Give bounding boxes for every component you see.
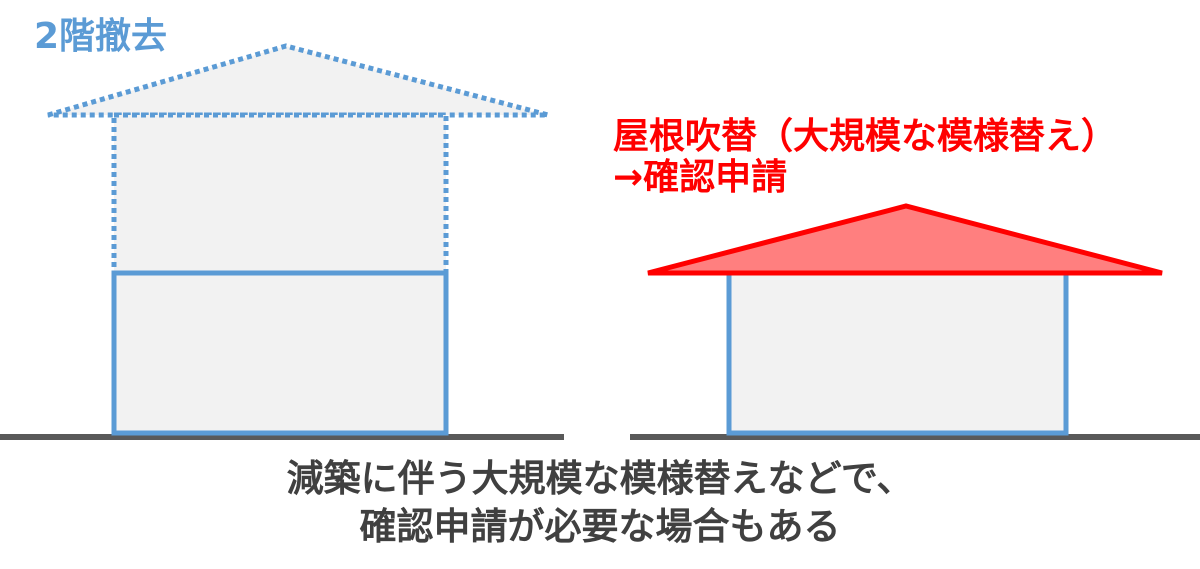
new-roof (647, 203, 1163, 276)
reroofing-label-line2: →確認申請 (613, 157, 788, 199)
caption-line2: 確認申請が必要な場合もある (359, 505, 841, 548)
removed-second-floor (111, 112, 449, 276)
second-floor-removal-label: 2階撤去 (34, 16, 168, 57)
caption-line1: 減築に伴う大規模な模様替えなどで、 (286, 457, 914, 500)
reroofing-label-line1: 屋根吹替（大規模な模様替え） (613, 116, 1118, 157)
remaining-first-floor (111, 270, 449, 436)
single-storey-house-body (726, 270, 1069, 436)
reroofing-label: 屋根吹替（大規模な模様替え） →確認申請 (613, 116, 1117, 199)
caption: 減築に伴う大規模な模様替えなどで、 確認申請が必要な場合もある (0, 455, 1200, 551)
